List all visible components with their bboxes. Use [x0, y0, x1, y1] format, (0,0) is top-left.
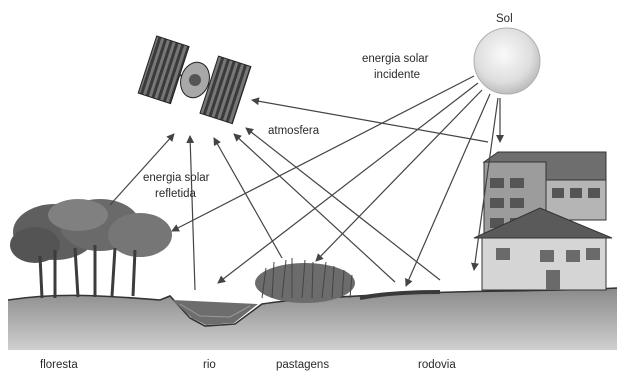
- atmosphere-label: atmosfera: [268, 125, 320, 137]
- incident-arrow-road: [406, 94, 490, 286]
- river-label: rio: [203, 359, 216, 371]
- grass-icon: [255, 258, 355, 303]
- incident-arrow-river: [218, 83, 478, 283]
- highway-label: rodovia: [418, 359, 456, 371]
- satellite-icon: [138, 36, 251, 124]
- tree-icon: [10, 199, 172, 298]
- forest-label: floresta: [40, 359, 78, 371]
- reflected-arrow-river: [190, 136, 195, 290]
- incident-energy-label-line1: energia solar: [362, 53, 429, 65]
- reflected-arrow-road-1: [234, 134, 395, 282]
- reflected-energy-label-line1: energia solar: [143, 172, 210, 184]
- pasture-label: pastagens: [276, 359, 329, 371]
- sun-label: Sol: [496, 13, 513, 25]
- incident-energy-label-line2: incidente: [374, 69, 420, 81]
- reflected-energy-label-line2: refletida: [155, 188, 197, 200]
- building-icon: [474, 152, 612, 290]
- reflected-arrow-road-2: [246, 128, 440, 280]
- reflected-arrow-pasture: [214, 138, 282, 258]
- sun-icon: [474, 28, 540, 94]
